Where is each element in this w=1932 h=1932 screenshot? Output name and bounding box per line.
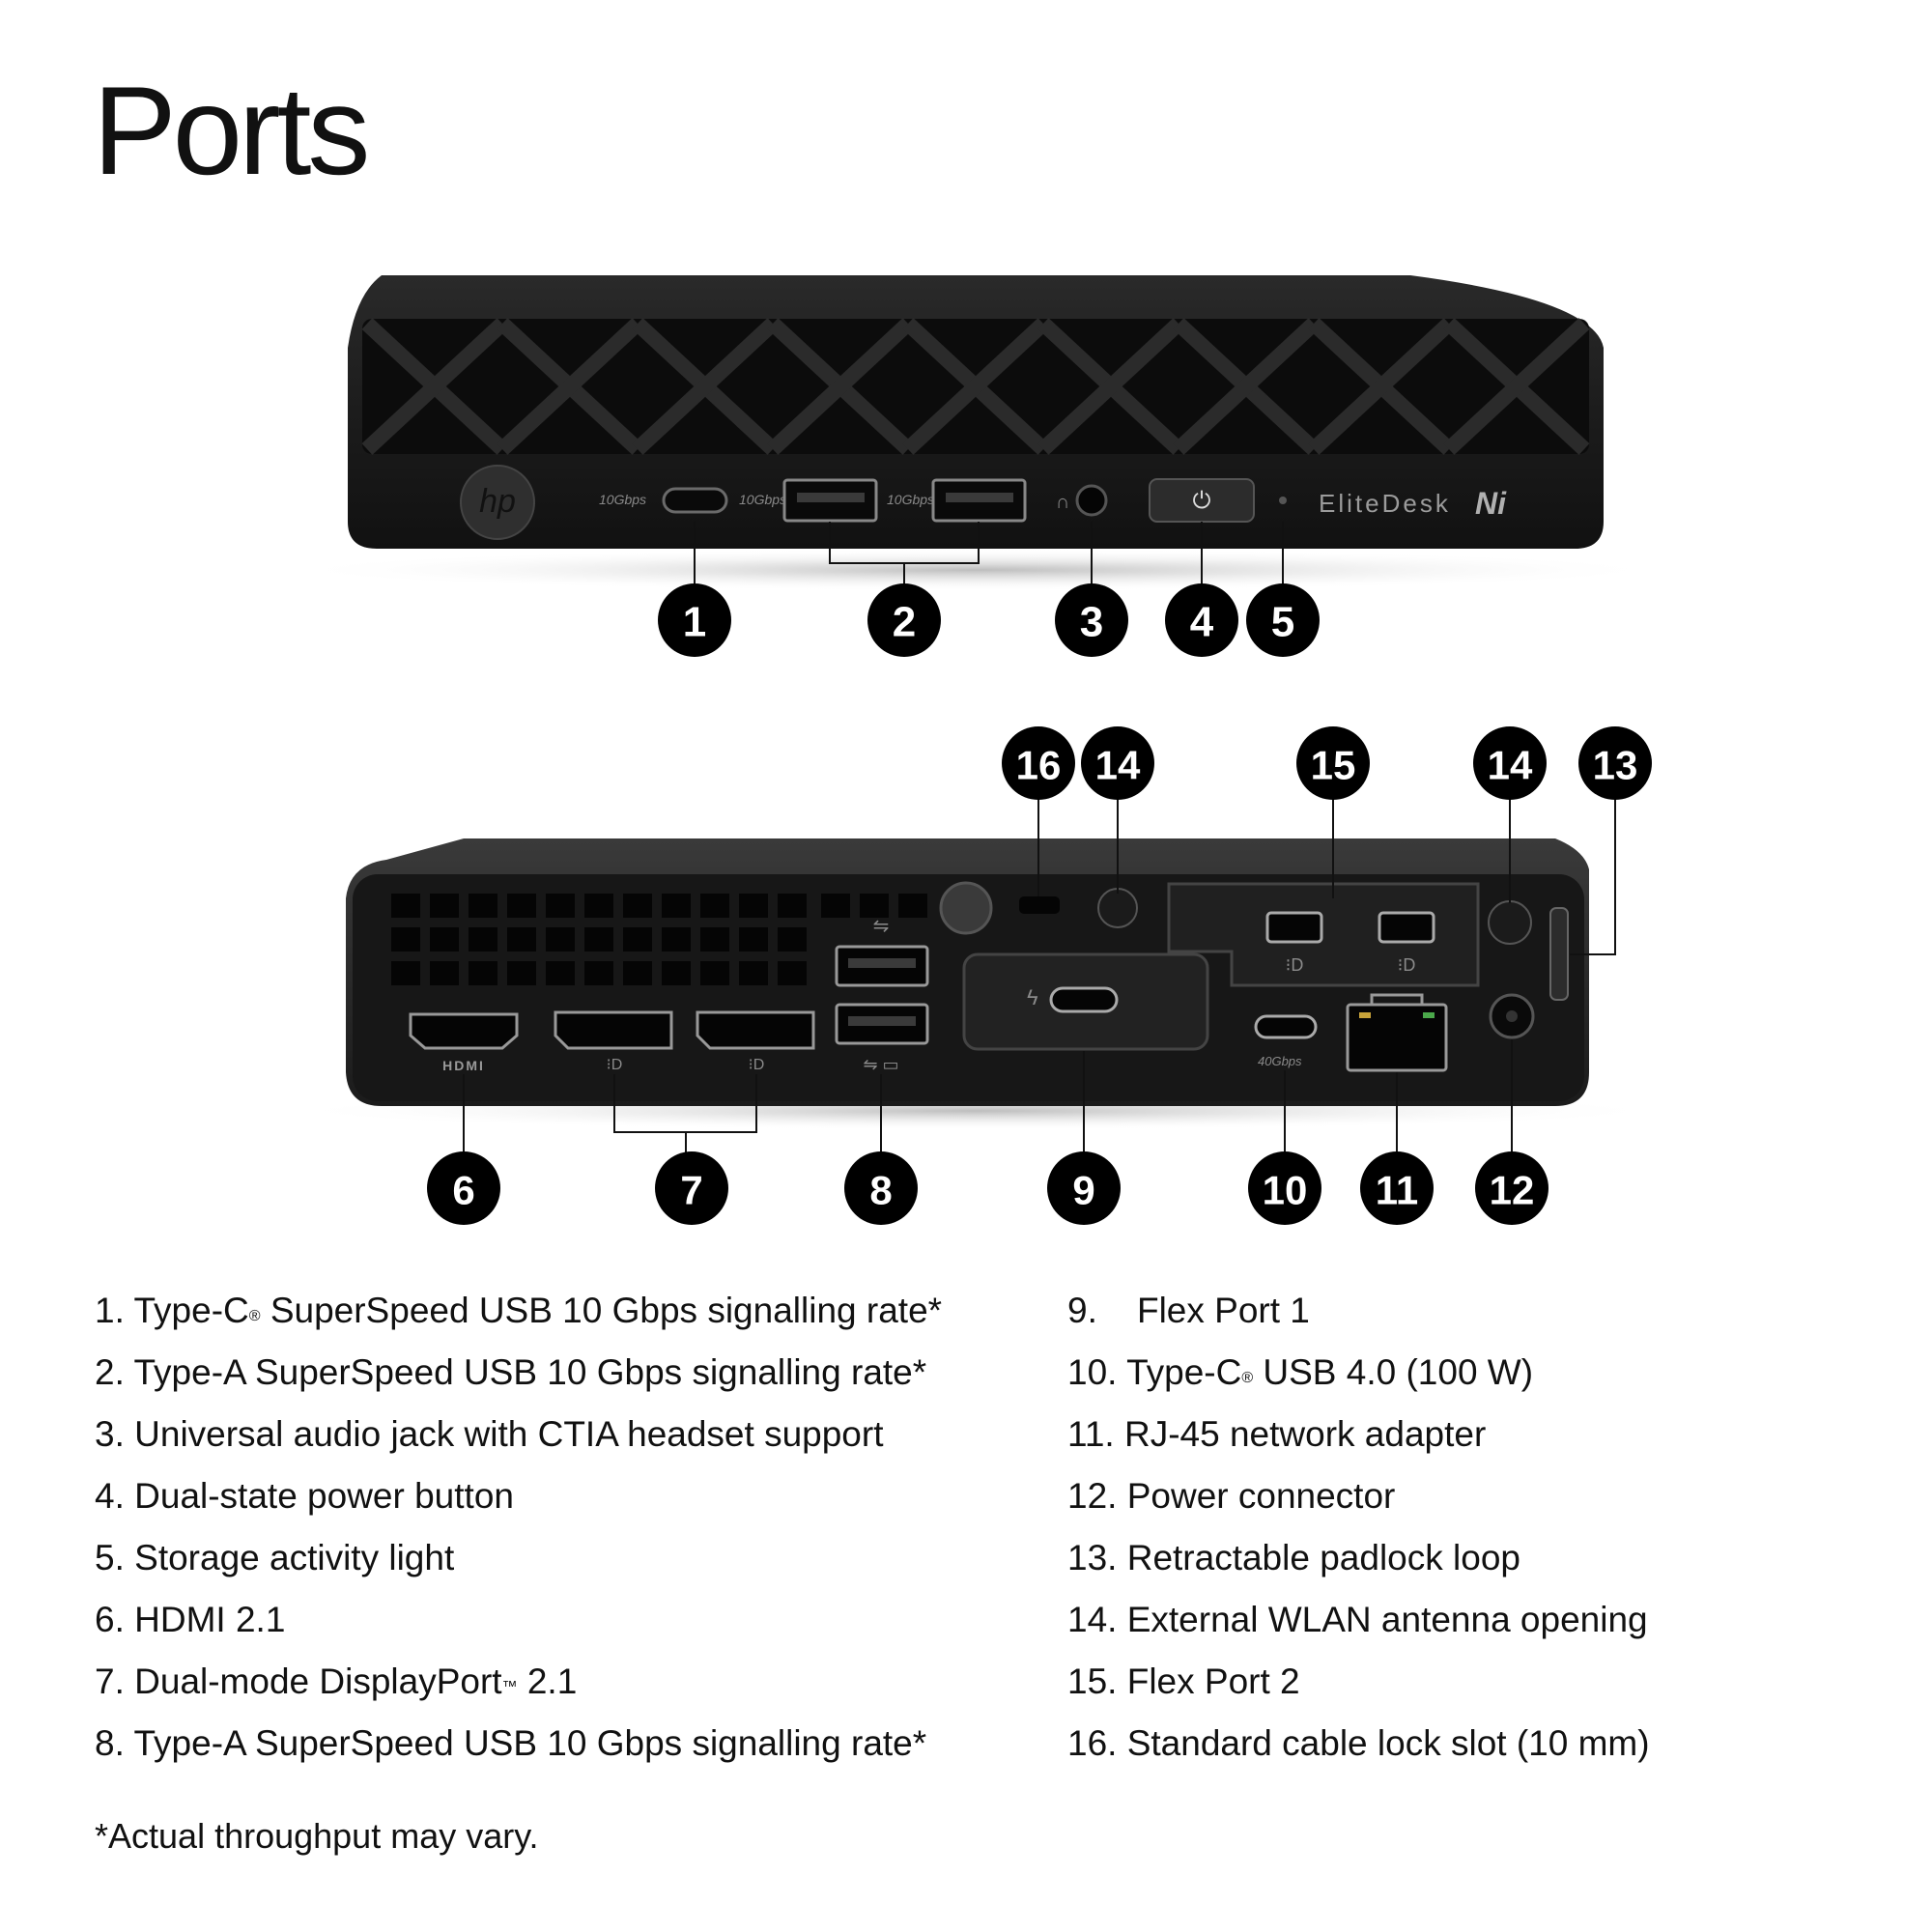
flex-port-2-plate: [1167, 882, 1480, 987]
svg-text:7: 7: [680, 1168, 702, 1213]
svg-text:12: 12: [1490, 1168, 1535, 1213]
usb-c-rear-port: [1254, 1014, 1318, 1039]
callout-badge: 8: [844, 1151, 918, 1225]
legend-item: 16. Standard cable lock slot (10 mm): [1067, 1723, 1650, 1763]
svg-text:6: 6: [452, 1168, 474, 1213]
thumbscrew: [939, 881, 993, 935]
legend-item: 15. Flex Port 2: [1067, 1662, 1300, 1701]
callout-badge: 14: [1081, 726, 1154, 800]
legend-left: 1. Type-C® SuperSpeed USB 10 Gbps signal…: [95, 1280, 942, 1775]
legend-right: 9. Flex Port 1 10. Type-C® USB 4.0 (100 …: [1067, 1280, 1650, 1775]
callout-badge: 6: [427, 1151, 500, 1225]
legend-item: 12. Power connector: [1067, 1476, 1396, 1516]
speed-label: 10Gbps: [599, 492, 646, 507]
legend-item: 9. Flex Port 1: [1067, 1291, 1310, 1330]
displayport-icon: ⁝D: [749, 1057, 765, 1073]
svg-text:14: 14: [1095, 743, 1141, 788]
callout-badge: 4: [1165, 583, 1238, 657]
svg-text:10: 10: [1263, 1168, 1308, 1213]
legend-item: 2. Type-A SuperSpeed USB 10 Gbps signall…: [95, 1352, 927, 1392]
usb4-speed-label: 40Gbps: [1258, 1054, 1302, 1068]
hp-logo: [460, 465, 535, 540]
usb-c-flex-port: [1049, 986, 1119, 1013]
padlock-loop: [1549, 907, 1569, 1001]
callout-badge: 13: [1578, 726, 1652, 800]
front-grille: [361, 318, 1590, 455]
usb-icon: ⇋: [873, 916, 890, 937]
callout-badge: 11: [1360, 1151, 1434, 1225]
callout-badge: 5: [1246, 583, 1320, 657]
activity-light: [1279, 497, 1287, 504]
mini-displayport: [1378, 911, 1435, 944]
hdmi-port: [409, 1012, 519, 1050]
legend-item: 11. RJ-45 network adapter: [1067, 1414, 1487, 1454]
svg-text:2: 2: [893, 599, 916, 646]
thunderbolt-icon: ϟ: [1027, 985, 1038, 1009]
power-icon: ⏻: [1193, 488, 1211, 514]
antenna-opening: [1488, 900, 1532, 945]
model-name: EliteDesk: [1319, 489, 1451, 518]
displayport-icon: ⁝D: [607, 1057, 623, 1073]
callout-badge: 14: [1473, 726, 1547, 800]
legend-item: 13. Retractable padlock loop: [1067, 1538, 1520, 1577]
callout-badge: 3: [1055, 583, 1128, 657]
callout-badge: 12: [1475, 1151, 1548, 1225]
hdmi-label: HDMI: [442, 1058, 485, 1073]
svg-text:1: 1: [683, 599, 706, 646]
hp-logo-text: hp: [479, 483, 516, 520]
legend-item: 6. HDMI 2.1: [95, 1600, 286, 1639]
svg-text:13: 13: [1593, 743, 1638, 788]
usb-icon: ⇋ ▭: [863, 1055, 898, 1074]
callout-badge: 10: [1248, 1151, 1321, 1225]
front-view: hp 10Gbps 10Gbps 10Gbps ∩ ⏻ EliteDesk Ni: [280, 275, 1671, 657]
callout-badge: 16: [1002, 726, 1075, 800]
antenna-opening: [1097, 888, 1138, 928]
rear-view: ⁝D ⁝D HDMI ⁝D ⁝D ⇋ ⇋ ▭ ϟ 40Gbps: [280, 726, 1671, 1225]
legend-item: 4. Dual-state power button: [95, 1476, 514, 1516]
svg-text:14: 14: [1488, 743, 1533, 788]
callout-badge: 7: [655, 1151, 728, 1225]
speed-label: 10Gbps: [887, 492, 934, 507]
displayport-icon: ⁝D: [1286, 955, 1304, 975]
displayport: [696, 1010, 815, 1050]
svg-text:15: 15: [1311, 743, 1356, 788]
legend-item: 3. Universal audio jack with CTIA headse…: [95, 1414, 884, 1454]
legend-item: 10. Type-C® USB 4.0 (100 W): [1067, 1352, 1534, 1392]
svg-text:16: 16: [1016, 743, 1062, 788]
rj45-port: [1346, 1003, 1448, 1072]
svg-text:5: 5: [1271, 599, 1294, 646]
ai-badge-icon: Ni: [1475, 486, 1507, 521]
page-title: Ports: [93, 60, 370, 201]
svg-text:11: 11: [1376, 1168, 1418, 1213]
displayport-icon: ⁝D: [1398, 955, 1416, 975]
callout-badge: 15: [1296, 726, 1370, 800]
callout-badge: 9: [1047, 1151, 1121, 1225]
callout-badge: 1: [658, 583, 731, 657]
svg-text:9: 9: [1072, 1168, 1094, 1213]
cable-lock-slot: [1019, 896, 1060, 914]
legend-item: 5. Storage activity light: [95, 1538, 455, 1577]
callout-badge: 2: [867, 583, 941, 657]
headset-icon: ∩: [1056, 492, 1069, 513]
legend-item: 14. External WLAN antenna opening: [1067, 1600, 1648, 1639]
svg-text:3: 3: [1080, 599, 1103, 646]
legend-item: 1. Type-C® SuperSpeed USB 10 Gbps signal…: [95, 1291, 943, 1330]
footnote: *Actual throughput may vary.: [95, 1816, 539, 1856]
legend-item: 7. Dual-mode DisplayPort™ 2.1: [95, 1662, 578, 1701]
svg-text:4: 4: [1190, 599, 1214, 646]
legend-item: 8. Type-A SuperSpeed USB 10 Gbps signall…: [95, 1723, 927, 1763]
usb-c-front-port: [662, 487, 728, 514]
displayport: [554, 1010, 673, 1050]
rear-vent: [391, 894, 927, 985]
speed-label: 10Gbps: [739, 492, 786, 507]
audio-jack: [1075, 484, 1108, 517]
ports-figure: hp 10Gbps 10Gbps 10Gbps ∩ ⏻ EliteDesk Ni: [280, 275, 1671, 1225]
mini-displayport: [1265, 911, 1323, 944]
svg-text:8: 8: [869, 1168, 892, 1213]
